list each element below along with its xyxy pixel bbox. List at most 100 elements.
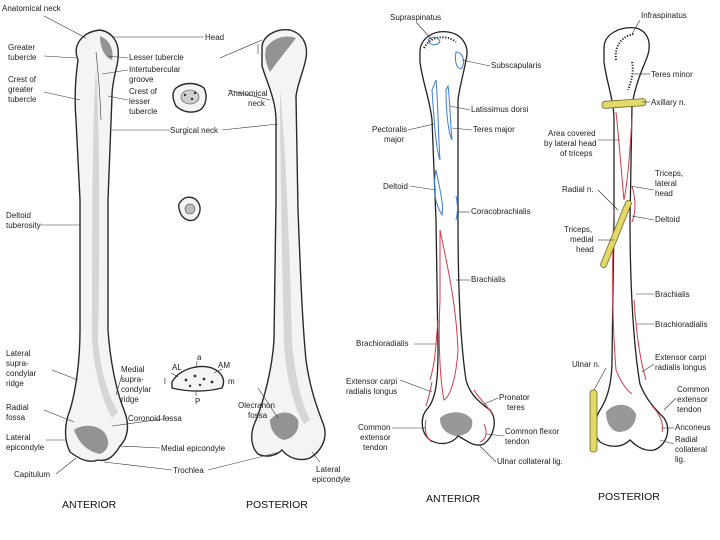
label-lateral-epicondyle-r2: epicondyle — [312, 475, 351, 484]
latissimus-teres-insertion — [445, 84, 453, 141]
label-xs-m: m — [228, 377, 235, 386]
label-deltoid-tuberosity-2: tuberosity — [6, 221, 41, 230]
label-xs-am: AM — [218, 361, 230, 370]
label-common-extensor-2: extensor — [360, 433, 391, 442]
olecranon-fossa-shade — [270, 412, 299, 440]
attachment-anterior-outline — [419, 31, 495, 446]
label-coronoid-fossa: Coronoid fossa — [128, 414, 182, 423]
anterior-coronoid-shade — [440, 412, 473, 436]
coracobrachialis-insertion — [455, 195, 458, 221]
label-radial-n: Radial n. — [562, 185, 594, 194]
attachment-posterior-outline — [594, 27, 669, 452]
posterior-shaft-shade — [280, 90, 310, 424]
label-head: Head — [205, 33, 224, 42]
label-crest-greater-3: tubercle — [8, 95, 37, 104]
label-radial-collateral-1: Radial — [675, 435, 698, 444]
right-labels: Supraspinatus Subscapularis Latissimus d… — [346, 11, 711, 505]
label-coracobrachialis: Coracobrachialis — [471, 207, 531, 216]
right-leader-lines — [392, 19, 677, 463]
label-lateral-epicondyle-r1: Lateral — [316, 465, 341, 474]
label-capitulum: Capitulum — [14, 470, 50, 479]
extensor-carpi-origin — [425, 381, 433, 407]
deltoid-insertion-anterior — [433, 169, 443, 217]
common-flexor-origin — [479, 423, 487, 443]
triceps-lateral-head-origin — [615, 111, 633, 201]
posterior-olecranon-shade — [606, 404, 636, 432]
label-intertubercular-1: Intertubercular — [129, 65, 181, 74]
intertubercular-groove-line — [95, 51, 102, 121]
label-brachioradialis-post: Brachioradialis — [655, 320, 707, 329]
label-medial-supra-2: supra- — [121, 375, 144, 384]
label-common-flexor-2: tendon — [505, 437, 529, 446]
label-pronator-1: Pronator — [499, 393, 530, 402]
label-common-extensor-1: Common — [358, 423, 390, 432]
label-xs-a: a — [197, 353, 202, 362]
label-left-anterior: ANTERIOR — [62, 499, 117, 511]
teres-minor-line — [627, 61, 634, 91]
label-medial-epicondyle: Medial epicondyle — [161, 444, 226, 453]
anterior-head-shade — [100, 36, 113, 60]
label-crest-lesser-1: Crest of — [129, 87, 158, 96]
brachioradialis-post-origin — [633, 299, 647, 381]
anterior-condyle-shade — [74, 425, 109, 454]
label-xs-al: AL — [172, 363, 182, 372]
axillary-nerve-band — [601, 98, 647, 109]
right-anterior-humerus — [419, 31, 495, 446]
label-anconeus: Anconeus — [675, 423, 711, 432]
pectoralis-major-insertion — [431, 79, 441, 161]
label-medial-supra-4: ridge — [121, 395, 139, 404]
label-crest-lesser-3: tubercle — [129, 107, 158, 116]
label-anatomical-neck-r2: neck — [248, 99, 266, 108]
label-area-covered-3: of triceps — [560, 149, 592, 158]
label-radial-collateral-2: collateral — [675, 445, 707, 454]
label-intertubercular-2: groove — [129, 75, 154, 84]
label-extensor-carpi-2: radialis longus — [346, 387, 397, 396]
label-area-covered-2: by lateral head — [544, 139, 596, 148]
right-posterior-humerus — [589, 27, 669, 453]
label-xs-p: P — [195, 397, 200, 406]
label-deltoid-post: Deltoid — [655, 215, 680, 224]
label-radial-fossa-2: fossa — [6, 413, 26, 422]
label-radial-collateral-3: lig. — [675, 455, 685, 464]
label-deltoid-tuberosity-1: Deltoid — [6, 211, 31, 220]
label-anatomical-neck-r1: Anatomical — [228, 89, 268, 98]
label-left-posterior: POSTERIOR — [246, 499, 308, 511]
left-anterior-humerus — [64, 29, 129, 462]
label-common-extensor-3: tendon — [363, 443, 387, 452]
label-pectoralis-1: Pectoralis — [372, 125, 407, 134]
label-common-extensor-post-2: extensor — [677, 395, 708, 404]
label-latissimus-dorsi: Latissimus dorsi — [471, 105, 529, 114]
pronator-teres-origin — [473, 389, 493, 415]
label-infraspinatus: Infraspinatus — [641, 11, 687, 20]
label-olecranon-fossa-2: fossa — [248, 411, 268, 420]
label-common-flexor-1: Common flexor — [505, 427, 560, 436]
posterior-head-articular — [614, 33, 635, 61]
label-deltoid: Deltoid — [383, 182, 408, 191]
label-lesser-tubercle: Lesser tubercle — [129, 53, 184, 62]
label-greater-tubercle-1: Greater — [8, 43, 35, 52]
anterior-shaft-shade — [92, 70, 118, 418]
label-lateral-supra-2: supra- — [6, 359, 29, 368]
label-lateral-epicondyle-1: Lateral — [6, 433, 31, 442]
subscapularis-insertion — [455, 51, 465, 69]
label-crest-greater-2: greater — [8, 85, 34, 94]
label-right-posterior: POSTERIOR — [598, 491, 660, 503]
ulnar-nerve-band — [589, 389, 598, 453]
anterior-head-articular — [423, 36, 457, 49]
label-extensor-carpi-post-2: radialis longus — [655, 363, 706, 372]
label-teres-major: Teres major — [473, 125, 515, 134]
label-extensor-carpi-1: Extensor carpi — [346, 377, 397, 386]
label-triceps-lateral-3: head — [655, 189, 673, 198]
posterior-head-shade — [265, 36, 296, 72]
label-medial-supra-1: Medial — [121, 365, 145, 374]
label-greater-tubercle-2: tubercle — [8, 53, 37, 62]
radial-nerve-band — [600, 200, 632, 268]
label-ulnar-n: Ulnar n. — [572, 360, 600, 369]
label-triceps-medial-2: medial — [570, 235, 594, 244]
label-extensor-carpi-post-1: Extensor carpi — [655, 353, 706, 362]
label-teres-minor: Teres minor — [651, 70, 693, 79]
label-brachioradialis: Brachioradialis — [356, 339, 408, 348]
label-subscapularis: Subscapularis — [491, 61, 541, 70]
